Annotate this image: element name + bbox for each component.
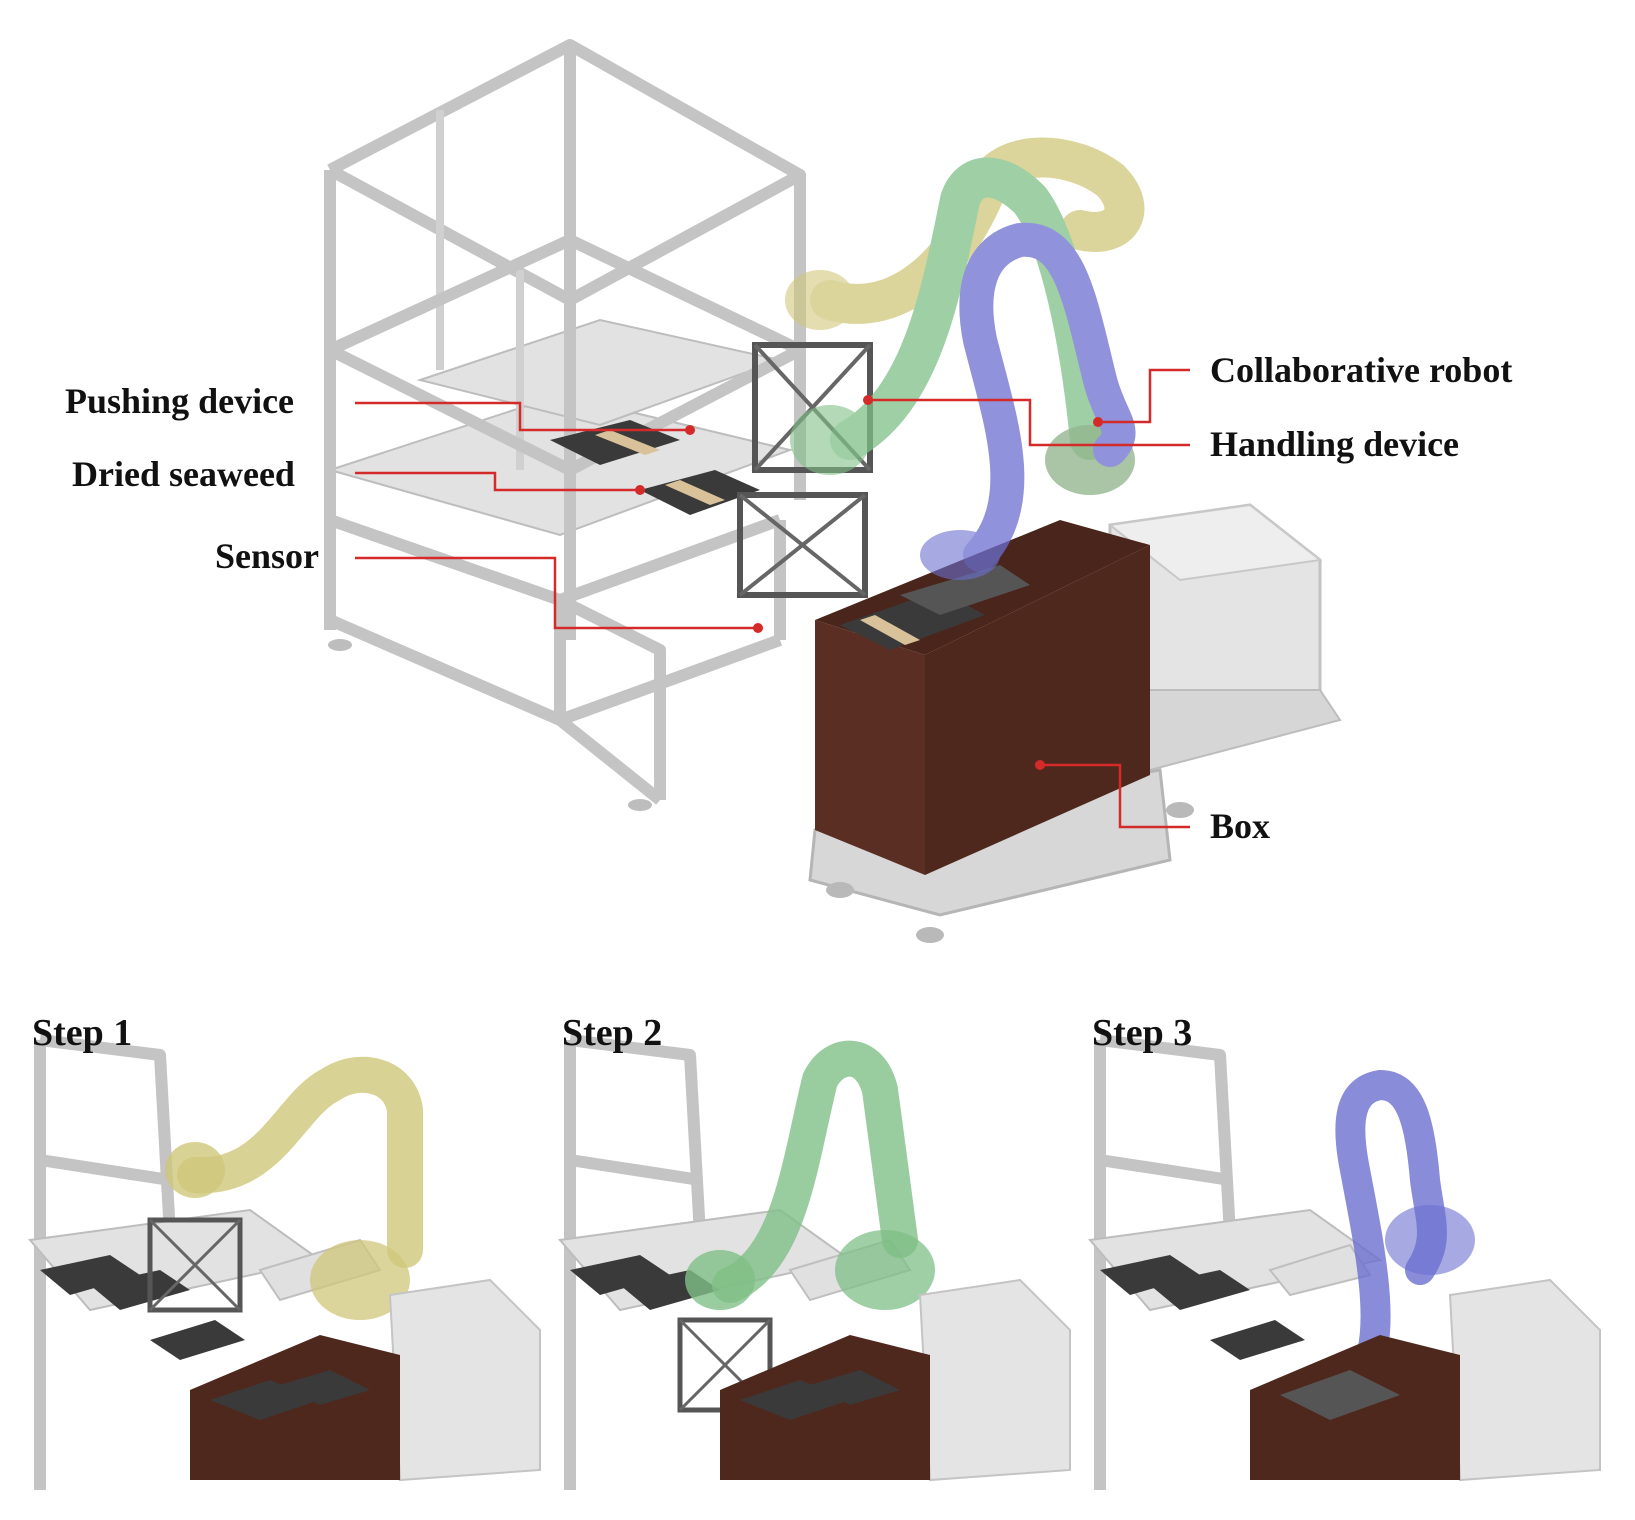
label-dried-seaweed: Dried seaweed [72,454,295,494]
mobile-robot-base [1098,503,1342,772]
step-3-panel [1088,1034,1601,1490]
robot-pose-blue [959,222,1136,572]
step-3-robot [1335,1069,1447,1395]
step-3-label: Step 3 [1092,1012,1192,1054]
step-1-robot [177,1056,423,1268]
collaborative-robot [785,137,1145,580]
step-2-robot [712,1040,918,1303]
label-collaborative-robot: Collaborative robot [1210,350,1512,390]
aluminum-frame [324,39,806,811]
step-2-panel [558,1034,1071,1490]
label-box: Box [1210,806,1270,846]
label-handling-device: Handling device [1210,424,1459,464]
upper-table-plate [416,318,784,427]
leader-lines [355,368,1190,829]
box [815,520,1150,875]
seaweed-band-2 [665,480,725,505]
step-1-label: Step 1 [32,1012,132,1054]
label-sensor: Sensor [215,536,319,576]
seaweed-packs [550,420,760,515]
seaweed-band-1 [595,430,660,455]
robot-pose-yellow [810,137,1145,324]
label-pushing-device: Pushing device [65,381,294,421]
step-2-label: Step 2 [562,1012,662,1054]
step-1-panel [28,1034,541,1490]
main-assembly: Pushing device Dried seaweed Sensor Coll… [65,39,1512,943]
